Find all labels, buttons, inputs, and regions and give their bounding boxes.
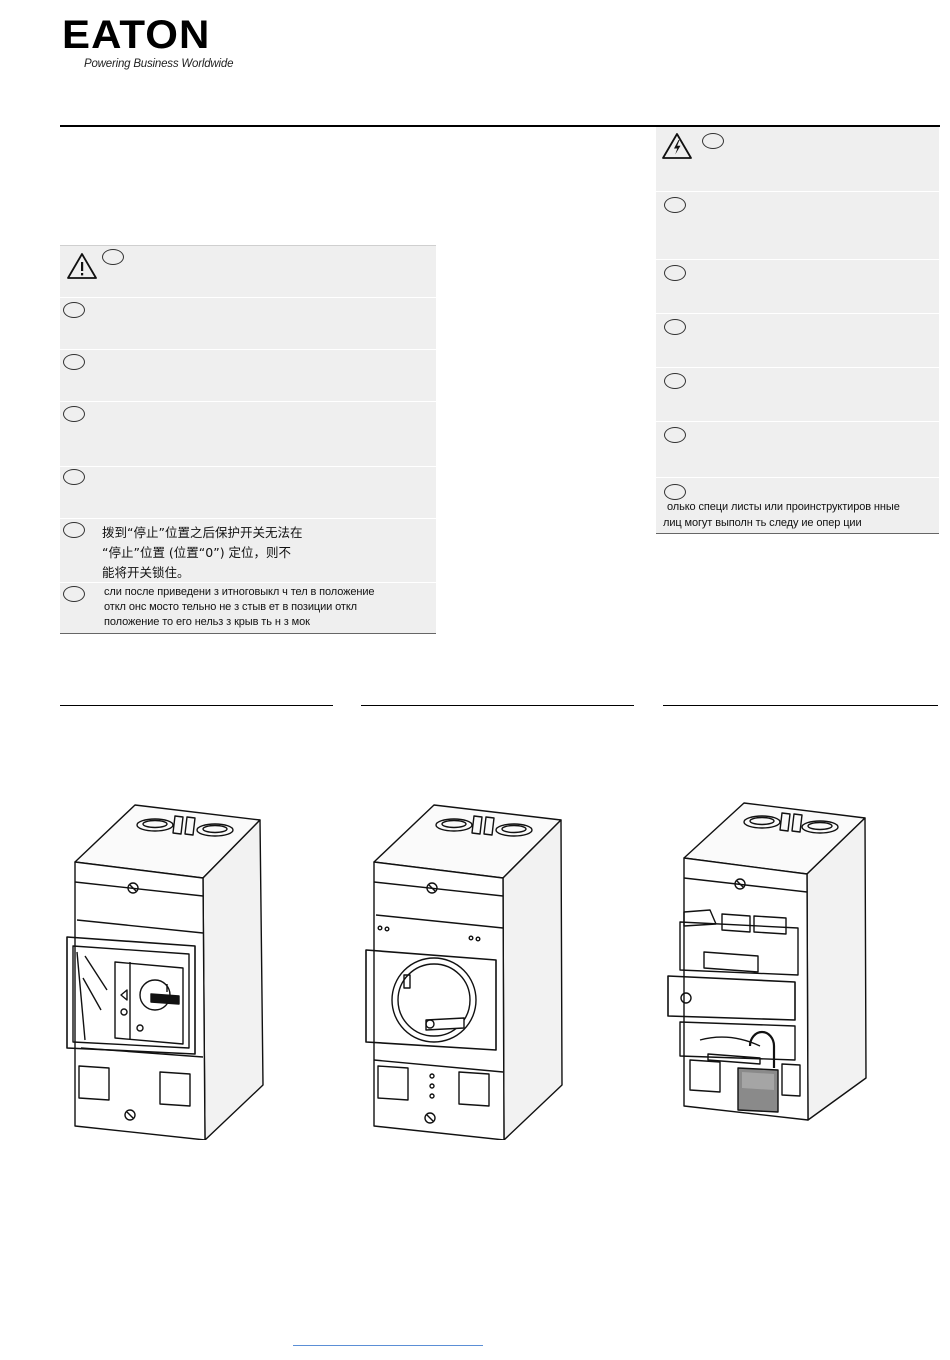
ru-warning-line-1: сли после приведени з итноговыкл ч тел в… <box>104 586 375 598</box>
language-code-circle <box>664 197 686 213</box>
language-row <box>60 401 436 466</box>
column-rule-1 <box>60 705 333 706</box>
enclosure-transparent-cover-illustration <box>55 800 275 1140</box>
logo-wordmark: EATON <box>62 13 211 57</box>
language-code-circle <box>664 427 686 443</box>
language-row <box>656 259 939 313</box>
language-code-circle <box>664 373 686 389</box>
cn-warning-line-3: 能将开关锁住。 <box>102 565 190 580</box>
eaton-logo: EATON Powering Business Worldwide <box>62 13 242 74</box>
footer-link-underline <box>293 1345 483 1346</box>
electric-warning-header-row <box>656 127 939 191</box>
logo-tagline: Powering Business Worldwide <box>84 58 234 70</box>
language-code-circle <box>63 354 85 370</box>
language-row <box>656 367 939 421</box>
language-row <box>656 421 939 477</box>
language-row-russian <box>656 477 939 534</box>
right-warning-box <box>656 127 939 534</box>
language-code-circle <box>664 265 686 281</box>
warning-triangle-icon <box>66 252 98 280</box>
language-code-circle <box>63 469 85 485</box>
column-rule-3 <box>663 705 938 706</box>
language-row <box>60 349 436 401</box>
language-code-circle <box>63 302 85 318</box>
language-row <box>656 191 939 259</box>
language-row-chinese <box>60 518 436 582</box>
header-rule <box>60 125 940 127</box>
language-row <box>60 466 436 518</box>
language-code-circle <box>102 249 124 265</box>
column-rule-2 <box>361 705 634 706</box>
language-code-circle <box>702 133 724 149</box>
language-code-circle <box>63 522 85 538</box>
language-row <box>656 313 939 367</box>
cn-warning-line-1: 拨到“停止”位置之后保护开关无法在 <box>102 525 303 540</box>
ru-right-line-2: лиц могут выполн ть следу ие опер ции <box>663 517 862 529</box>
ru-right-line-1: олько специ листы или проинструктиров нн… <box>667 501 900 513</box>
cn-warning-line-2: “停止”位置 (位置“0”) 定位，则不 <box>102 545 292 560</box>
electric-hazard-icon <box>661 132 693 160</box>
warning-header-row <box>60 246 436 297</box>
left-warning-box <box>60 245 436 634</box>
ru-warning-line-3: положение то его нельз з крыв ть н з мок <box>104 616 310 628</box>
language-row <box>60 297 436 349</box>
enclosure-rotary-handle-illustration <box>356 800 576 1140</box>
language-code-circle <box>63 586 85 602</box>
language-code-circle <box>664 319 686 335</box>
language-code-circle <box>664 484 686 500</box>
ru-warning-line-2: откл онс мосто тельно не з стыв ет в поз… <box>104 601 357 613</box>
enclosure-padlock-illustration <box>660 800 880 1140</box>
language-code-circle <box>63 406 85 422</box>
language-row-russian <box>60 582 436 634</box>
